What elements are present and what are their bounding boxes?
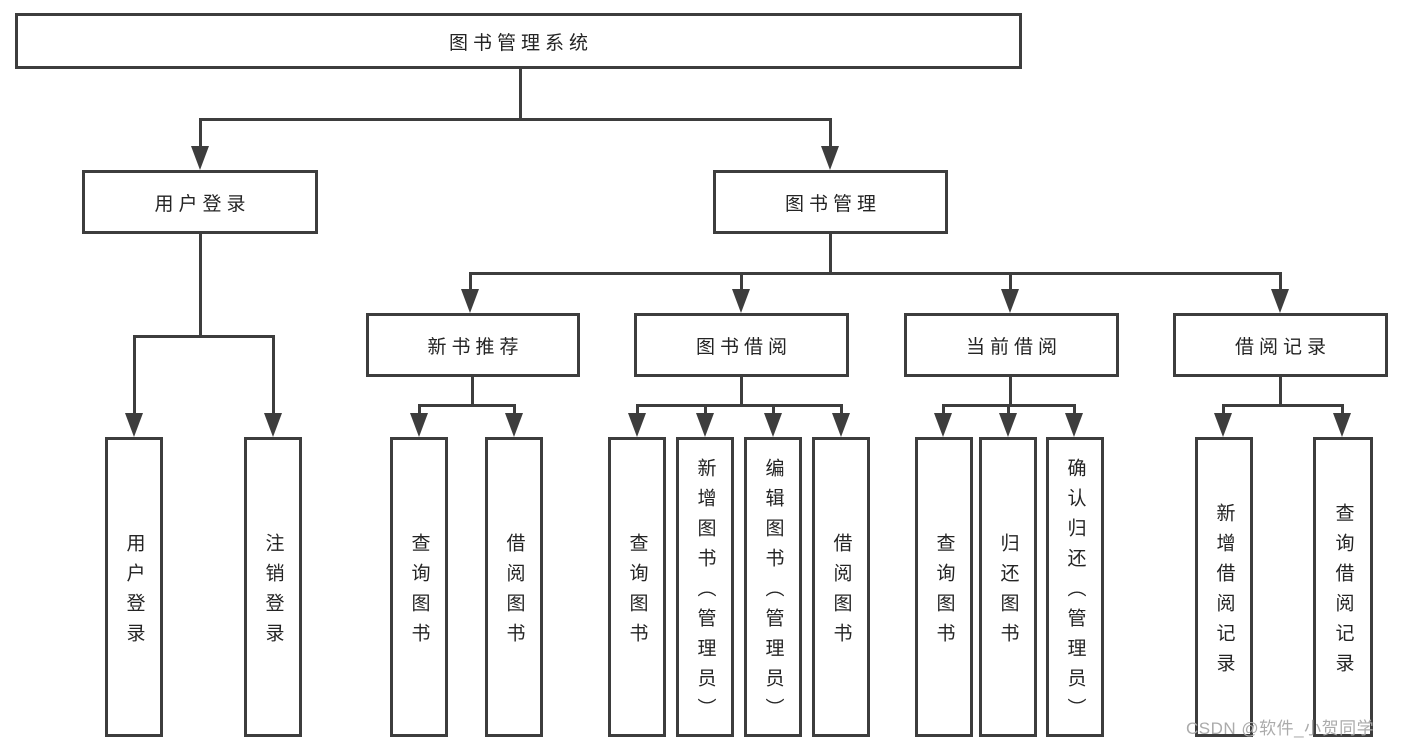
node-book-management: 图书管理: [713, 170, 948, 234]
node-label: 借阅记录: [1234, 336, 1331, 358]
connector-drop: [1341, 404, 1344, 416]
leaf-add-borrow-record: 新增借阅记录: [1195, 437, 1253, 737]
leaf-label: 查询图书: [626, 532, 648, 653]
arrowhead: [410, 413, 428, 437]
connector-drop: [704, 404, 707, 416]
connector-book-borrow-branch: [636, 404, 843, 407]
watermark: CSDN @软件_小贺同学: [1186, 719, 1375, 738]
connector-drop-current-borrow: [1009, 272, 1012, 291]
arrowhead: [505, 413, 523, 437]
leaf-query-borrow-record: 查询借阅记录: [1313, 437, 1373, 737]
connector-drop-book-management: [829, 118, 832, 148]
connector-drop: [942, 404, 945, 416]
arrowhead-login-leaf: [125, 413, 143, 437]
node-label: 图书管理: [784, 193, 881, 215]
connector-root-stem: [519, 69, 522, 118]
node-new-book-recommendation: 新书推荐: [366, 313, 580, 377]
leaf-label: 查询图书: [408, 532, 430, 653]
arrowhead: [999, 413, 1017, 437]
connector-new-book-branch: [418, 404, 516, 407]
leaf-borrow-books-borrowing: 借阅图书: [812, 437, 870, 737]
connector-drop: [772, 404, 775, 416]
leaf-label: 新增图书（管理员）: [694, 457, 716, 728]
leaf-return-books: 归还图书: [979, 437, 1037, 737]
connector-drop: [418, 404, 421, 416]
arrowhead-book-management: [821, 146, 839, 170]
leaf-query-books-borrowing: 查询图书: [608, 437, 666, 737]
node-library-management-system: 图书管理系统: [15, 13, 1022, 69]
connector-drop-user-login: [199, 118, 202, 148]
node-book-borrowing: 图书借阅: [634, 313, 849, 377]
arrowhead-new-book: [461, 289, 479, 313]
node-label: 新书推荐: [427, 336, 524, 358]
arrowhead-user-login: [191, 146, 209, 170]
connector-borrow-records-branch: [1222, 404, 1343, 407]
connector-drop: [1007, 404, 1010, 416]
leaf-label: 借阅图书: [830, 532, 852, 653]
leaf-confirm-return-admin: 确认归还（管理员）: [1046, 437, 1104, 737]
arrowhead: [1065, 413, 1083, 437]
node-label: 用户登录: [154, 193, 251, 215]
arrowhead: [1214, 413, 1232, 437]
leaf-label: 用户登录: [123, 532, 145, 653]
connector-drop-book-borrow: [740, 272, 743, 291]
leaf-label: 归还图书: [997, 532, 1019, 653]
leaf-add-books-admin: 新增图书（管理员）: [676, 437, 734, 737]
node-label: 图书管理系统: [448, 32, 593, 54]
arrowhead-book-borrow: [732, 289, 750, 313]
arrowhead: [696, 413, 714, 437]
arrowhead: [1333, 413, 1351, 437]
leaf-user-login: 用户登录: [105, 437, 163, 737]
leaf-label: 借阅图书: [503, 532, 525, 653]
node-borrowing-records: 借阅记录: [1173, 313, 1388, 377]
leaf-label: 查询图书: [933, 532, 955, 653]
leaf-label: 编辑图书（管理员）: [762, 457, 784, 728]
connector-user-login-stem: [199, 234, 202, 336]
arrowhead-current-borrow: [1001, 289, 1019, 313]
leaf-edit-books-admin: 编辑图书（管理员）: [744, 437, 802, 737]
connector-book-management-stem: [829, 234, 832, 272]
leaf-label: 注销登录: [262, 532, 284, 653]
connector-drop: [513, 404, 516, 416]
leaf-label: 查询借阅记录: [1332, 502, 1354, 683]
connector-drop: [636, 404, 639, 416]
connector-drop: [840, 404, 843, 416]
connector-book-management-branch: [469, 272, 1282, 275]
leaf-logout: 注销登录: [244, 437, 302, 737]
leaf-label: 确认归还（管理员）: [1064, 457, 1086, 728]
connector-drop-login-leaf: [133, 335, 136, 414]
connector-drop-new-book: [469, 272, 472, 291]
connector-current-borrow-stem: [1009, 377, 1012, 404]
arrowhead: [764, 413, 782, 437]
leaf-query-books-recommend: 查询图书: [390, 437, 448, 737]
connector-borrow-records-stem: [1279, 377, 1282, 404]
node-user-login: 用户登录: [82, 170, 318, 234]
arrowhead: [628, 413, 646, 437]
connector-root-branch: [199, 118, 832, 121]
connector-new-book-stem: [471, 377, 474, 404]
connector-book-borrow-stem: [740, 377, 743, 404]
leaf-borrow-books-recommend: 借阅图书: [485, 437, 543, 737]
arrowhead-logout-leaf: [264, 413, 282, 437]
connector-drop-logout-leaf: [272, 335, 275, 414]
connector-user-login-branch: [133, 335, 275, 338]
connector-drop: [1073, 404, 1076, 416]
leaf-query-books-current: 查询图书: [915, 437, 973, 737]
node-label: 图书借阅: [695, 336, 792, 358]
node-label: 当前借阅: [965, 336, 1062, 358]
arrowhead-borrow-records: [1271, 289, 1289, 313]
leaf-label: 新增借阅记录: [1213, 502, 1235, 683]
node-current-borrowing: 当前借阅: [904, 313, 1119, 377]
connector-drop: [1222, 404, 1225, 416]
arrowhead: [934, 413, 952, 437]
connector-drop-borrow-records: [1279, 272, 1282, 291]
arrowhead: [832, 413, 850, 437]
